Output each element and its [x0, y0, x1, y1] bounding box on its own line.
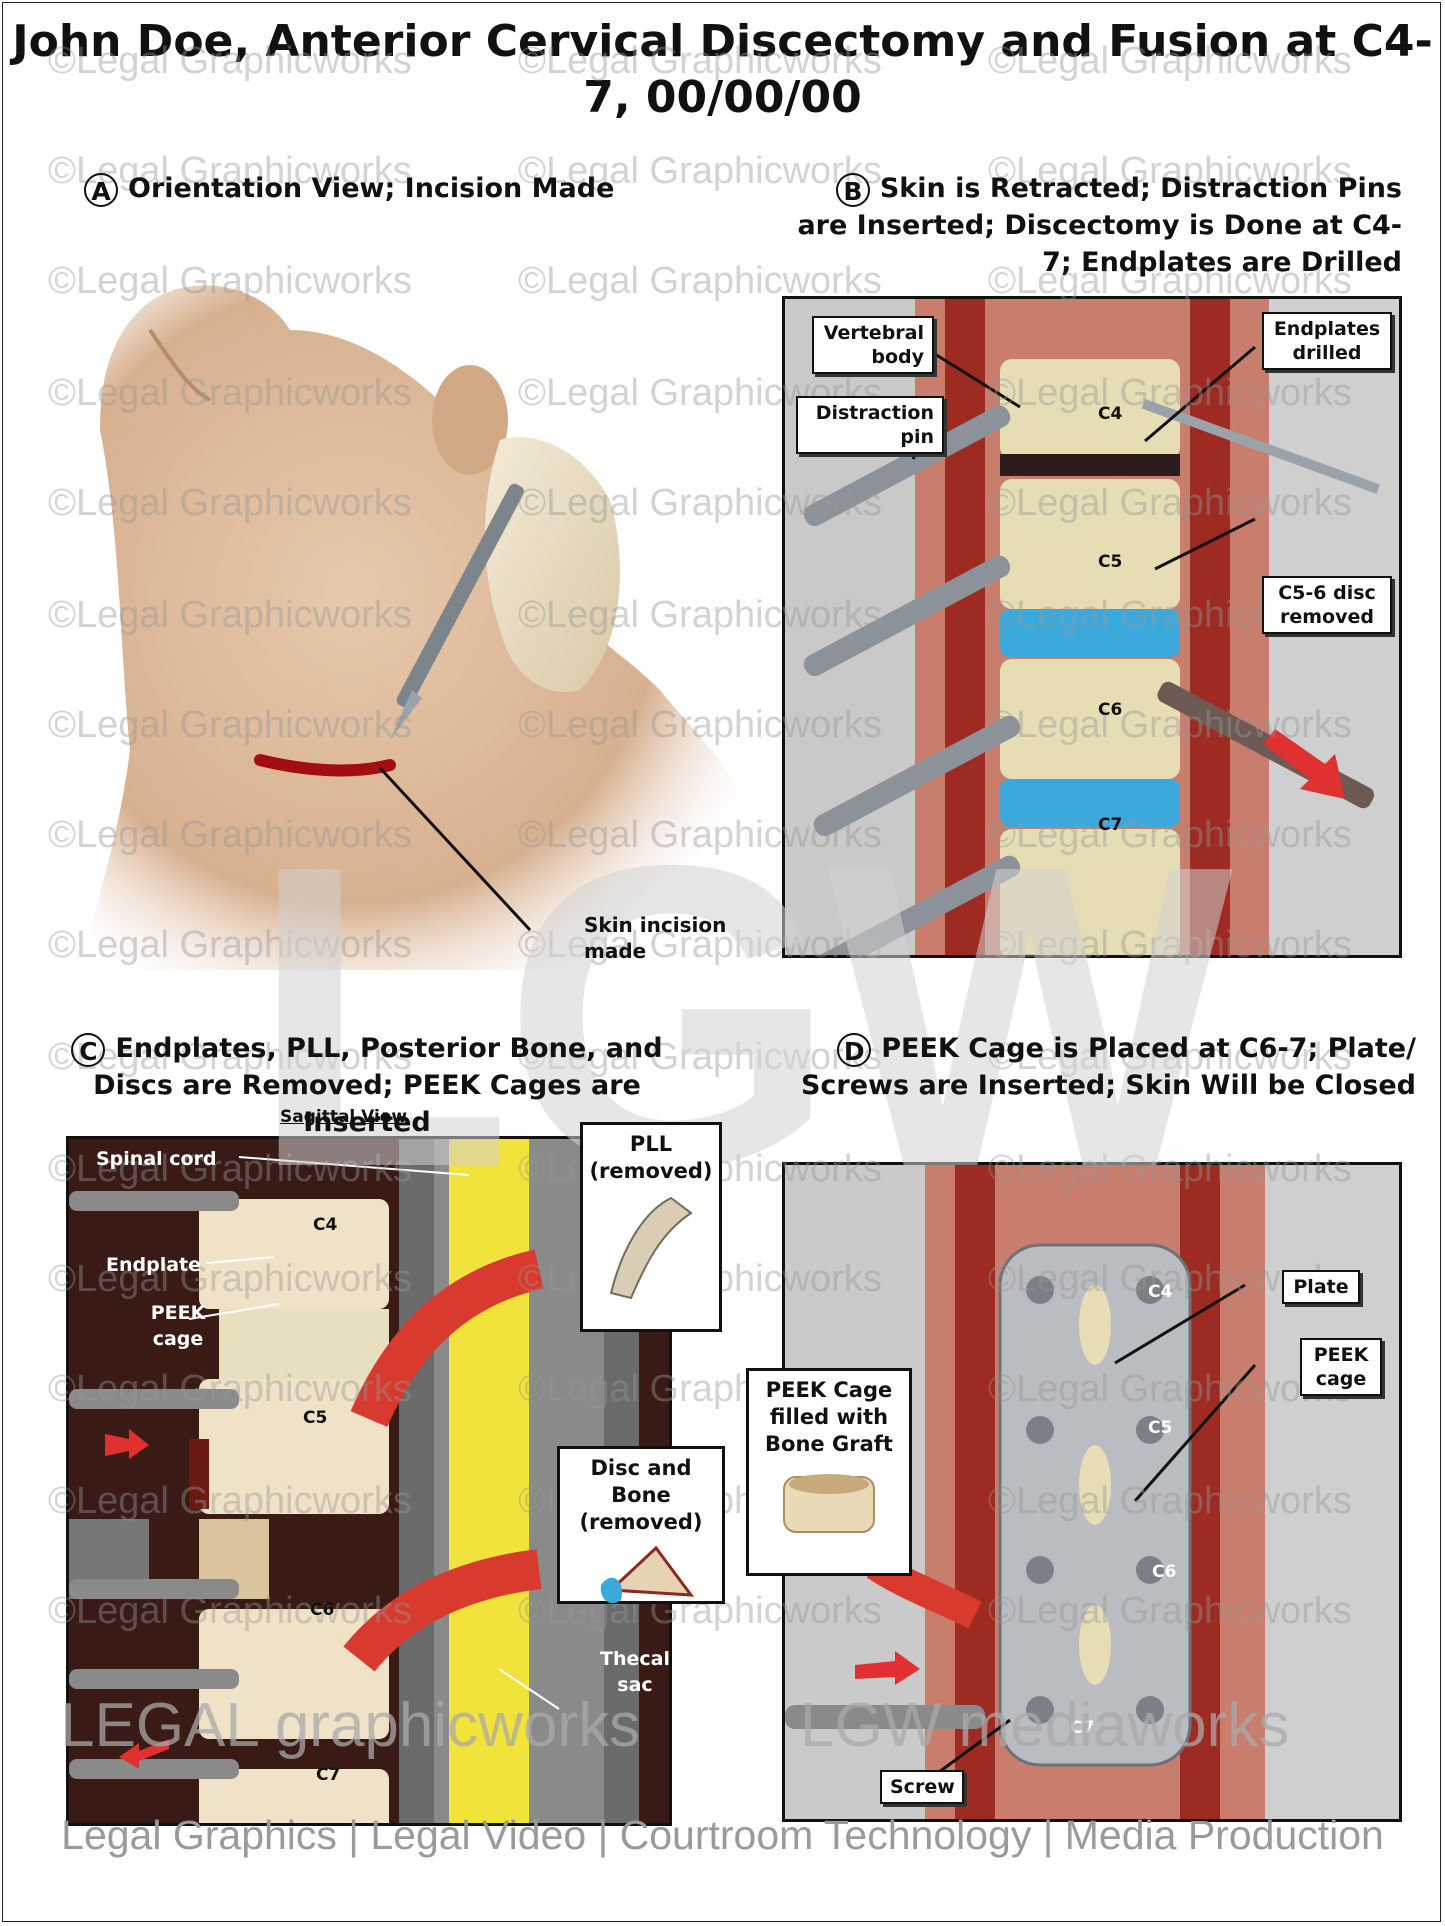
- label-endplates-drilled: Endplates drilled: [1262, 312, 1392, 370]
- label-disc-removed: C5-6 disc removed: [1262, 576, 1392, 634]
- badge-b: B: [835, 172, 870, 207]
- level-c4-c: C4: [313, 1215, 338, 1235]
- level-c6-d: C6: [1152, 1562, 1177, 1582]
- level-label-c6: C6: [1098, 700, 1123, 720]
- disc-bone-removed-box: Disc and Bone (removed): [557, 1446, 725, 1604]
- pll-fragment-icon: [609, 1196, 693, 1300]
- label-peek-cage-c: PEEK cage: [150, 1302, 206, 1350]
- level-label-c4: C4: [1098, 404, 1123, 424]
- panel-c-image: [66, 1136, 672, 1826]
- lgw-mediaworks-logo: LGW mediaworks: [800, 1691, 1290, 1760]
- label-vertebral-body: Vertebral body: [812, 316, 934, 374]
- badge-c: C: [71, 1032, 106, 1067]
- label-endplate: Endplate: [106, 1254, 202, 1276]
- label-thecal-sac: Thecal sac: [600, 1648, 670, 1696]
- level-c6-c: C6: [310, 1600, 335, 1620]
- peek-cage-graft-label: PEEK Cage filled with Bone Graft: [765, 1378, 893, 1456]
- pll-removed-box: PLL (removed): [580, 1122, 722, 1332]
- footer-services: Legal Graphics | Legal Video | Courtroom…: [61, 1812, 1384, 1858]
- label-screw: Screw: [880, 1770, 964, 1804]
- label-peek-cage-d: PEEK cage: [1300, 1338, 1382, 1396]
- disc-fragment-icon: [600, 1545, 695, 1604]
- label-spinal-cord: Spinal cord: [96, 1148, 217, 1170]
- disc-bone-removed-label: Disc and Bone (removed): [579, 1456, 703, 1534]
- peek-cage-graft-box: PEEK Cage filled with Bone Graft: [746, 1368, 912, 1576]
- badge-a: A: [84, 172, 118, 207]
- level-label-c5: C5: [1098, 552, 1123, 572]
- level-c5-c: C5: [303, 1408, 328, 1428]
- badge-d: D: [837, 1032, 872, 1067]
- peek-cage-icon: [783, 1474, 875, 1533]
- neck-illustration: [60, 270, 770, 970]
- panel-d-image: [782, 1162, 1402, 1822]
- label-skin-incision: Skin incision made: [584, 913, 727, 963]
- legal-graphicworks-logo: LEGAL graphicworks: [60, 1691, 641, 1760]
- level-c5-d: C5: [1148, 1418, 1173, 1438]
- level-label-c7: C7: [1098, 815, 1123, 835]
- level-c4-d: C4: [1148, 1282, 1173, 1302]
- pll-removed-label: PLL (removed): [589, 1132, 713, 1183]
- level-c7-d: C7: [1070, 1718, 1095, 1738]
- label-plate: Plate: [1282, 1270, 1360, 1304]
- big-lgw-watermark: LGW: [250, 777, 1233, 1257]
- sagittal-view-label: Sagittal View: [280, 1107, 408, 1127]
- label-distraction-pin: Distraction pin: [796, 396, 944, 454]
- page-title: John Doe, Anterior Cervical Discectomy a…: [12, 16, 1433, 123]
- level-c7-c: C7: [316, 1765, 341, 1785]
